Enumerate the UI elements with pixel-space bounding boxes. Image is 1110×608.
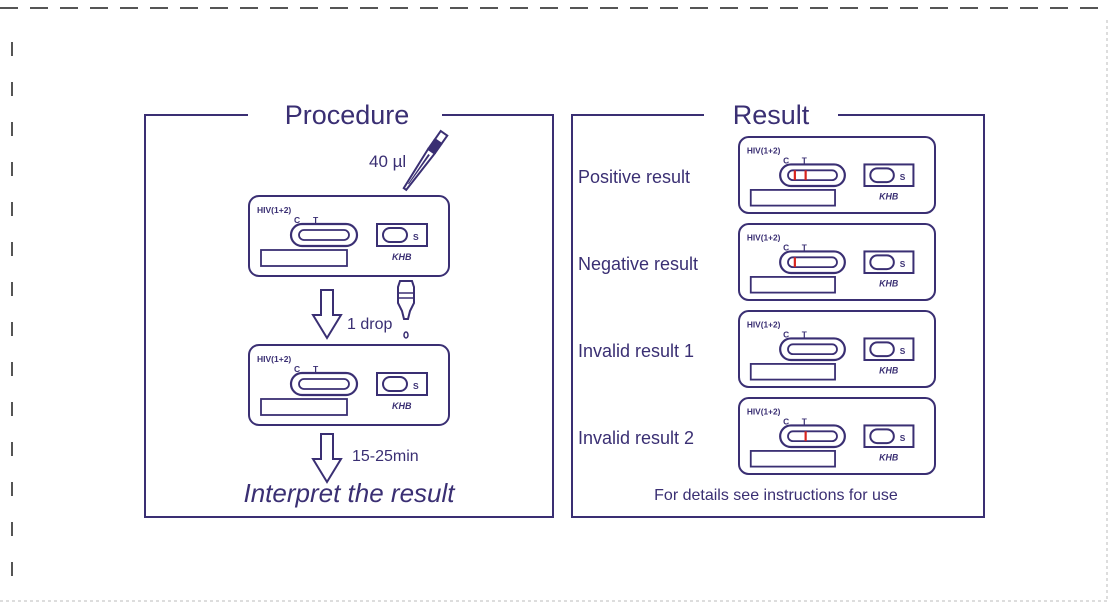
drop-label: 1 drop <box>347 316 392 333</box>
volume-label: 40 µl <box>369 152 406 171</box>
result-row-label: Positive result <box>578 167 690 187</box>
t-label: T <box>802 416 807 426</box>
time-label: 15-25min <box>352 448 419 465</box>
result-row-label: Invalid result 2 <box>578 428 694 448</box>
t-label: T <box>802 242 807 252</box>
cassette-name: HIV(1+2) <box>257 354 291 364</box>
result-window-inner <box>298 378 350 390</box>
dropper-bottle-icon <box>397 280 415 339</box>
cassette-name: HIV(1+2) <box>747 407 781 417</box>
s-label: S <box>900 259 906 269</box>
s-label: S <box>900 172 906 182</box>
down-arrow-icon <box>311 289 343 340</box>
brand-label: KHB <box>879 279 899 289</box>
brand-label: KHB <box>392 252 412 262</box>
s-label: S <box>413 232 419 242</box>
brand-label: KHB <box>392 401 412 411</box>
t-label: T <box>802 329 807 339</box>
result-window-inner <box>787 256 838 269</box>
brand-label: KHB <box>879 366 899 376</box>
procedure-title: Procedure <box>285 100 410 130</box>
sample-well-hole <box>382 376 408 392</box>
sample-well-hole <box>869 167 895 184</box>
cassette-label-area <box>749 189 836 207</box>
t-label: T <box>313 364 319 374</box>
t-label: T <box>313 215 319 225</box>
t-label: T <box>802 155 807 165</box>
result-window-inner <box>787 343 838 356</box>
cassette-name: HIV(1+2) <box>747 320 781 330</box>
s-label: S <box>413 381 419 391</box>
interpret-label: Interpret the result <box>244 478 457 508</box>
cassette-label-area <box>749 450 836 468</box>
cassette-name: HIV(1+2) <box>747 233 781 243</box>
sample-well-hole <box>869 428 895 445</box>
result-window-inner <box>787 430 838 443</box>
procedure-frame <box>144 114 554 518</box>
cassette-label-area <box>260 249 348 267</box>
c-label: C <box>783 329 789 339</box>
c-label: C <box>294 215 300 225</box>
c-label: C <box>294 364 300 374</box>
result-frame <box>571 114 985 518</box>
down-arrow-icon <box>311 433 343 484</box>
c-label: C <box>783 416 789 426</box>
cassette-name: HIV(1+2) <box>747 146 781 156</box>
cassette-name: HIV(1+2) <box>257 205 291 215</box>
s-label: S <box>900 433 906 443</box>
c-label: C <box>783 155 789 165</box>
cassette-label-area <box>749 276 836 294</box>
sample-well-hole <box>869 254 895 271</box>
result-window-inner <box>787 169 838 182</box>
brand-label: KHB <box>879 192 899 202</box>
cassette-label-area <box>260 398 348 416</box>
result-title: Result <box>733 100 810 130</box>
sample-well-hole <box>869 341 895 358</box>
pipette-icon <box>402 129 449 192</box>
result-footer: For details see instructions for use <box>654 487 898 504</box>
result-window-inner <box>298 229 350 241</box>
s-label: S <box>900 346 906 356</box>
cassette-label-area <box>749 363 836 381</box>
result-row-label: Negative result <box>578 254 698 274</box>
sample-well-hole <box>382 227 408 243</box>
brand-label: KHB <box>879 453 899 463</box>
result-row-label: Invalid result 1 <box>578 341 694 361</box>
c-label: C <box>783 242 789 252</box>
